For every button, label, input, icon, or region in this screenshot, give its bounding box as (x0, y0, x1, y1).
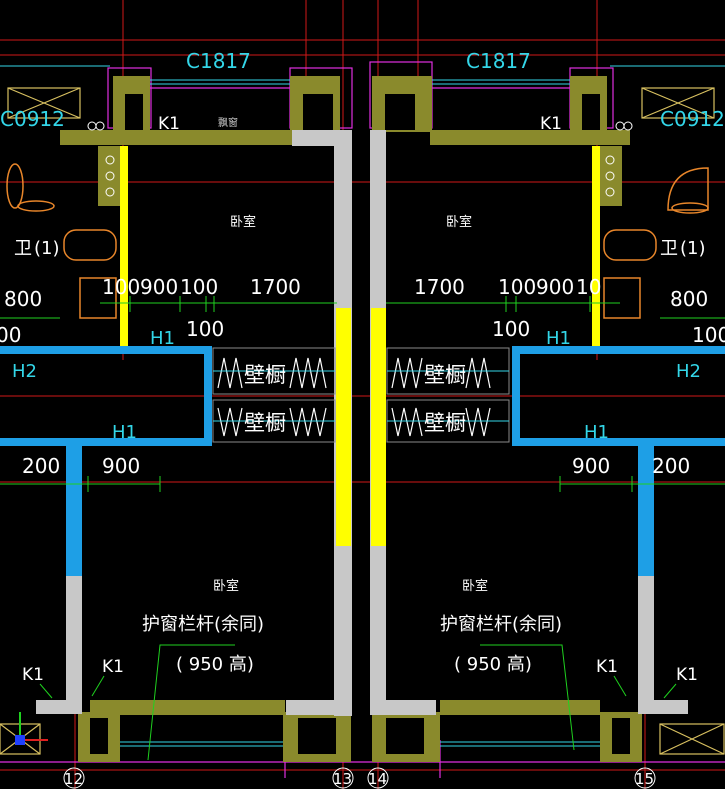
dim-100-right-a: 100 (498, 275, 536, 299)
bathroom-label-left: 卫 (14, 238, 32, 259)
room-label-bedroom-top-right: 卧室 (446, 214, 472, 230)
window-sashes (0, 65, 725, 747)
wall-tag-h1-right-upper: H1 (546, 328, 571, 349)
window-label-top-right: C1817 (466, 49, 531, 73)
axis-bubble-12: 12 (63, 767, 85, 789)
dim-100-left-c: 100 (186, 317, 224, 341)
door-label-bottom-right-b: K1 (676, 665, 698, 685)
axis-label-12: 12 (64, 770, 83, 788)
dim-100-right-b: 100 (492, 317, 530, 341)
axis-label-15: 15 (635, 770, 654, 788)
axis-bubble-15: 15 (634, 767, 656, 789)
wardrobe-label-left-lower: 壁橱 (244, 411, 286, 435)
axis-bubble-14: 14 (367, 767, 389, 789)
dim-900-left-top: 900 (140, 275, 178, 299)
wardrobe-label-right-upper: 壁橱 (424, 363, 466, 387)
dim-10-right: 10 (576, 275, 601, 299)
wall-tag-h1-left-upper: H1 (150, 328, 175, 349)
height-note-right: ( 950 高) (454, 654, 532, 675)
dim-800-right: 800 (670, 287, 708, 311)
wall-tag-h2-left: H2 (12, 361, 37, 382)
yellow-walls (120, 146, 600, 546)
dim-100-left-a: 100 (102, 275, 140, 299)
dim-200-right: 200 (652, 454, 690, 478)
dim-100-right-edge: 100 (692, 323, 725, 347)
window-openings (90, 94, 630, 754)
wall-tag-h1-right-lower: H1 (584, 422, 609, 443)
dim-1700-right: 1700 (414, 275, 465, 299)
wall-tag-h2-right: H2 (676, 361, 701, 382)
dim-900-right-bottom: 900 (572, 454, 610, 478)
dim-1700-left: 1700 (250, 275, 301, 299)
door-label-bottom-left-b: K1 (102, 657, 124, 677)
wardrobe-label-right-lower: 壁橱 (424, 411, 466, 435)
window-label-side-right: C0912 (660, 107, 725, 131)
railing-note-left: 护窗栏杆(余同) (142, 614, 264, 635)
wardrobes (212, 347, 510, 443)
room-label-bedroom-bottom-right: 卧室 (462, 578, 488, 594)
railing-note-right: 护窗栏杆(余同) (440, 614, 562, 635)
door-label-top-left: K1 (158, 114, 180, 134)
bay-window-tag: 飘窗 (218, 116, 238, 129)
dimension-lines (0, 296, 725, 761)
dim-900-left-bottom: 900 (102, 454, 140, 478)
bathroom-label-right: 卫 (660, 238, 678, 259)
wardrobe-label-left-upper: 壁橱 (244, 363, 286, 387)
dim-100-left-b: 100 (180, 275, 218, 299)
axis-label-14: 14 (368, 770, 387, 788)
wall-tag-h1-left-lower: H1 (112, 422, 137, 443)
height-note-left: ( 950 高) (176, 654, 254, 675)
floor-drains (87, 121, 633, 197)
bathroom-number-left: (1) (34, 238, 60, 259)
door-label-bottom-left-a: K1 (22, 665, 44, 685)
dim-900-right-top: 900 (536, 275, 574, 299)
bathroom-fixtures (6, 163, 709, 319)
dim-200-left: 200 (22, 454, 60, 478)
dim-800-left: 800 (4, 287, 42, 311)
window-label-top-left: C1817 (186, 49, 251, 73)
axis-label-13: 13 (333, 770, 352, 788)
room-label-bedroom-top-left: 卧室 (230, 214, 256, 230)
window-label-side-left: C0912 (0, 107, 65, 131)
ucs-icon (15, 712, 48, 745)
ac-units (0, 87, 725, 755)
door-label-top-right: K1 (540, 114, 562, 134)
dim-00-left: 00 (0, 323, 21, 347)
partition-walls (0, 346, 725, 576)
door-label-bottom-right-a: K1 (596, 657, 618, 677)
axis-bubble-13: 13 (332, 767, 354, 789)
room-label-bedroom-bottom-left: 卧室 (213, 578, 239, 594)
bathroom-number-right: (1) (680, 238, 706, 259)
